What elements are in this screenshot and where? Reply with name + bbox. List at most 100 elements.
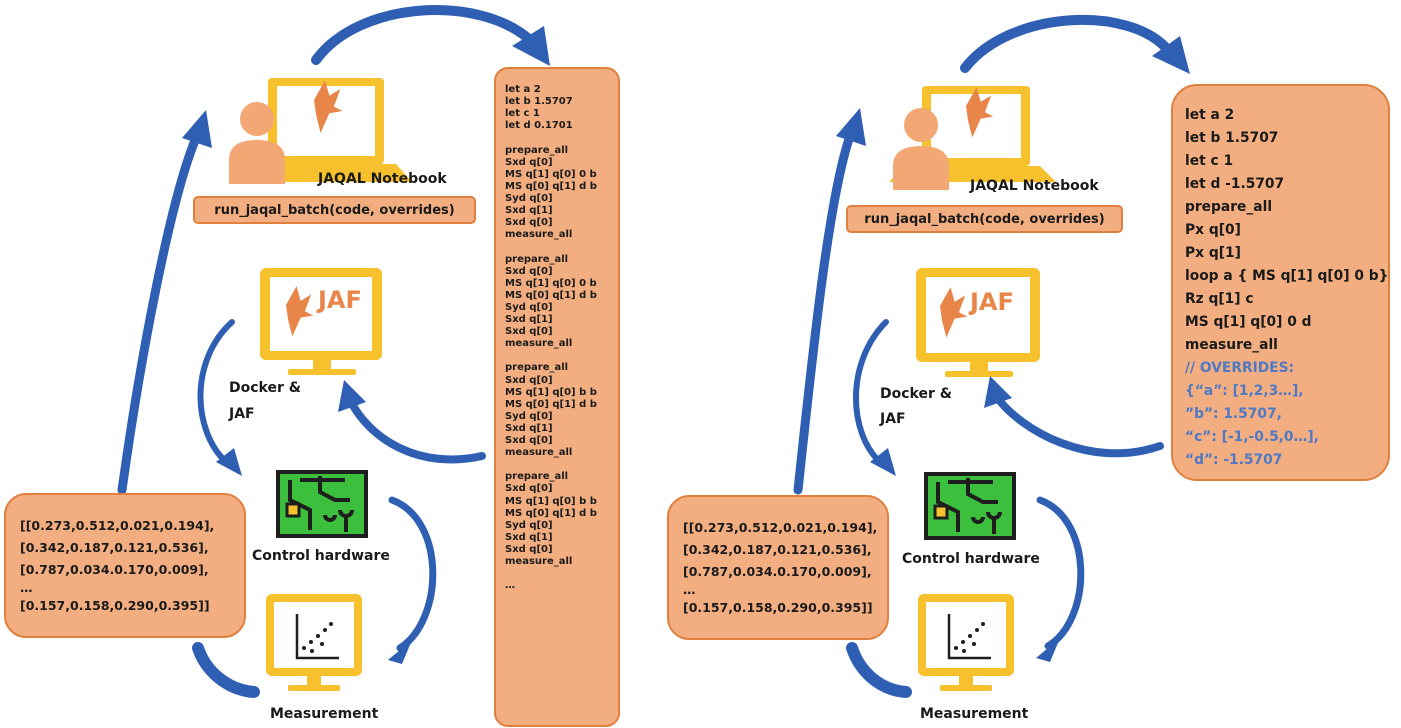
notebook-label: JAQAL Notebook	[318, 171, 447, 187]
code-line: Sxd q[0]	[505, 326, 553, 338]
results-box: [[0.273,0.512,0.021,0.194], [0.342,0.187…	[667, 495, 889, 640]
circuit-board-icon	[924, 472, 1016, 540]
code-line: MS q[0] q[1] d b	[505, 507, 597, 519]
circuit-board-icon	[276, 470, 368, 538]
run-jaqal-batch-call: run_jaqal_batch(code, overrides)	[193, 196, 476, 224]
code-line: prepare_all	[505, 144, 569, 156]
override-line: {“a”: [1,2,3…],	[1185, 383, 1304, 399]
code-line: measure_all	[505, 447, 573, 459]
code-line: Syd q[0]	[505, 410, 553, 422]
code-line: MS q[1] q[0] 0 b	[505, 168, 597, 180]
override-line: ”b”: 1.5707,	[1185, 406, 1282, 422]
right-panel-graphics	[793, 14, 1190, 698]
measurement-label: Measurement	[270, 706, 379, 722]
code-line: prepare_all	[505, 471, 569, 483]
result-row: …	[683, 582, 696, 597]
scatter-plot-monitor-icon	[266, 594, 362, 691]
code-line: Sxd q[0]	[505, 435, 553, 446]
code-line: MS q[1] q[0] 0 d	[1185, 314, 1312, 330]
curved-arrow-icon	[311, 5, 550, 66]
code-line: let d -1.5707	[1185, 176, 1285, 192]
code-line: Px q[1]	[1185, 245, 1241, 261]
override-line: “c”: [-1,-0.5,0…],	[1185, 429, 1319, 445]
code-line: Sxd q[1]	[505, 205, 553, 217]
code-line: Syd q[0]	[505, 519, 553, 531]
curved-arrow-icon	[388, 496, 437, 664]
code-blank-line	[505, 132, 618, 144]
override-line: // OVERRIDES:	[1185, 360, 1295, 376]
code-line: measure_all	[505, 556, 573, 568]
code-line: Sxd q[1]	[505, 531, 553, 543]
code-line: Sxd q[0]	[505, 483, 553, 495]
notebook-label: JAQAL Notebook	[970, 178, 1099, 194]
code-line: MS q[0] q[1] d b	[505, 398, 597, 410]
code-line: let c 1	[505, 108, 540, 120]
code-blank-line	[505, 568, 618, 580]
result-row: [0.787,0.034.0.170,0.009],	[20, 562, 209, 577]
result-row: [0.157,0.158,0.290,0.395]]	[683, 600, 873, 615]
curved-arrow-icon	[853, 319, 896, 476]
control-hardware-label: Control hardware	[902, 551, 1040, 567]
curved-arrow-icon	[338, 380, 486, 464]
code-line: let a 2	[1185, 107, 1235, 123]
results-box: [[0.273,0.512,0.021,0.194], [0.342,0.187…	[4, 493, 246, 638]
code-line: let b 1.5707	[505, 96, 573, 108]
code-line: measure_all	[505, 338, 573, 350]
code-line: Sxd q[0]	[505, 265, 553, 277]
code-line: MS q[0] q[1] d b	[505, 289, 597, 301]
person-at-laptop-icon	[889, 86, 1056, 190]
jaf-monitor-icon	[260, 268, 382, 375]
code-line: prepare_all	[1185, 199, 1273, 215]
code-blank-line	[505, 241, 618, 253]
code-line: Sxd q[0]	[505, 217, 553, 229]
code-line: MS q[1] q[0] b b	[505, 495, 597, 507]
code-line: let c 1	[1185, 153, 1234, 169]
code-line: Syd q[0]	[505, 192, 553, 204]
code-line: MS q[1] q[0] 0 b	[505, 277, 597, 289]
run-jaqal-batch-call: run_jaqal_batch(code, overrides)	[846, 205, 1123, 233]
code-line: Sxd q[1]	[505, 422, 553, 434]
result-row: [[0.273,0.512,0.021,0.194],	[20, 518, 215, 533]
code-blank-line	[505, 350, 618, 362]
code-line: Sxd q[0]	[505, 156, 553, 168]
curved-arrow-icon	[793, 108, 866, 495]
scatter-plot-monitor-icon	[918, 594, 1014, 691]
code-line: MS q[0] q[1] d b	[505, 180, 597, 192]
curved-arrow-icon	[846, 642, 912, 698]
curved-arrow-icon	[984, 376, 1164, 458]
code-line: MS q[1] q[0] b b	[505, 386, 597, 398]
code-line: measure_all	[1185, 337, 1278, 353]
curved-arrow-icon	[197, 319, 242, 476]
docker-label: JAF	[229, 406, 255, 422]
docker-label: Docker &	[880, 386, 952, 402]
docker-label: JAF	[880, 411, 906, 427]
person-at-laptop-icon	[229, 78, 412, 184]
code-line: prepare_all	[505, 253, 569, 265]
code-line: Rz q[1] c	[1185, 291, 1254, 307]
code-line: prepare_all	[505, 362, 569, 374]
result-row: …	[20, 580, 33, 595]
result-row: [0.787,0.034.0.170,0.009],	[683, 564, 872, 579]
curved-arrow-icon	[960, 14, 1190, 74]
code-line: …	[505, 580, 515, 592]
result-row: [[0.273,0.512,0.021,0.194],	[683, 520, 878, 535]
control-hardware-label: Control hardware	[252, 548, 390, 564]
code-line: loop a { MS q[1] q[0] 0 b}	[1185, 268, 1389, 284]
curved-arrow-icon	[192, 642, 260, 698]
code-line: Px q[0]	[1185, 222, 1241, 238]
code-line: let a 2	[505, 84, 541, 95]
code-line: Sxd q[0]	[505, 374, 553, 386]
left-panel-graphics	[117, 5, 550, 698]
code-line: Sxd q[0]	[505, 543, 553, 555]
measurement-label: Measurement	[920, 706, 1029, 722]
jaf-logo-text: JAF	[970, 288, 1014, 316]
code-line: let b 1.5707	[1185, 130, 1279, 146]
curved-arrow-icon	[1036, 496, 1085, 662]
code-line: Syd q[0]	[505, 301, 553, 313]
code-blank-line	[505, 459, 618, 471]
jaf-logo-text: JAF	[318, 286, 362, 314]
result-row: [0.342,0.187,0.121,0.536],	[683, 542, 872, 557]
override-line: “d”: -1.5707	[1185, 452, 1283, 468]
